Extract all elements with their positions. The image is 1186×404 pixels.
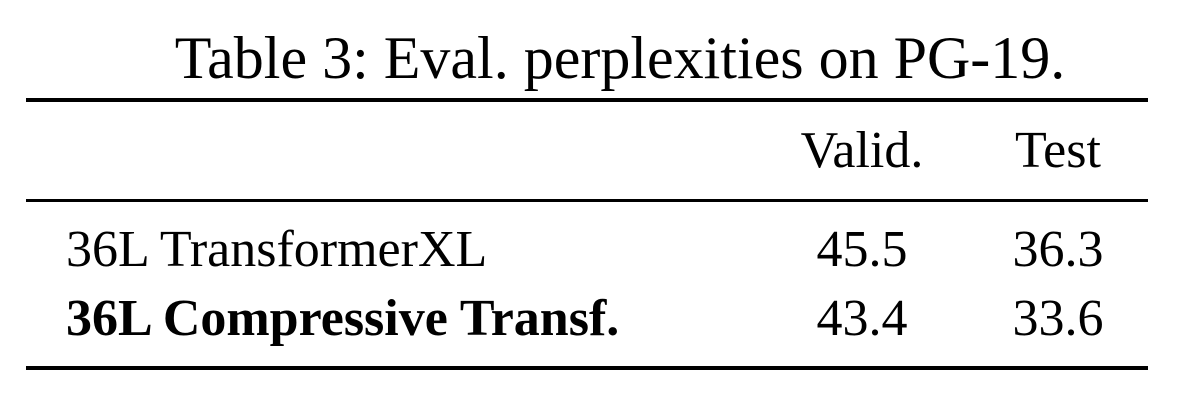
mid-rule xyxy=(26,199,1148,202)
row-valid-value: 45.5 xyxy=(816,221,908,278)
row-valid-value: 43.4 xyxy=(816,290,908,347)
row-model-label: 36L Compressive Transf. xyxy=(66,290,620,347)
column-header-valid: Valid. xyxy=(800,122,924,179)
column-header-test: Test xyxy=(1015,122,1101,179)
row-test-value: 36.3 xyxy=(1012,221,1104,278)
row-test-value: 33.6 xyxy=(1012,290,1104,347)
top-rule xyxy=(26,98,1148,102)
bottom-rule xyxy=(26,366,1148,370)
row-model-label: 36L TransformerXL xyxy=(66,221,488,278)
table-caption: Table 3: Eval. perplexities on PG-19. xyxy=(174,25,1066,91)
